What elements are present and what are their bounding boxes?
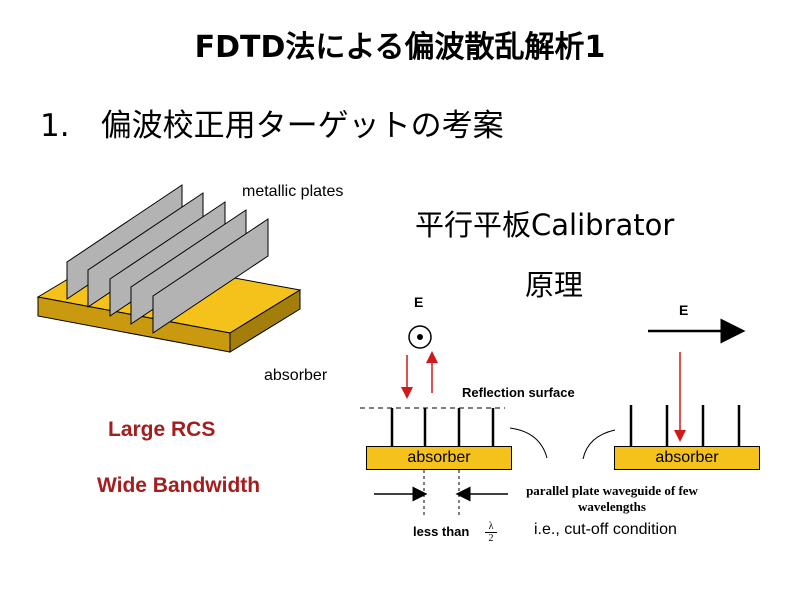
absorber-block-left: absorber xyxy=(366,446,512,470)
reflection-surface-label: Reflection surface xyxy=(462,385,575,400)
waveguide-note: parallel plate waveguide of few waveleng… xyxy=(526,483,698,514)
calibrator-heading: 平行平板Calibrator xyxy=(415,208,675,242)
callout-curve-left xyxy=(509,427,548,459)
metallic-plates-label: metallic plates xyxy=(242,183,344,200)
wide-bandwidth-label: Wide Bandwidth xyxy=(97,474,261,497)
half-wavelength-fraction: λ 2 xyxy=(485,521,497,544)
large-rcs-label: Large RCS xyxy=(108,418,216,441)
page-title: FDTD法による偏波散乱解析1 xyxy=(194,30,606,65)
cutoff-condition-label: i.e., cut-off condition xyxy=(534,521,677,538)
absorber-label: absorber xyxy=(264,367,328,384)
principle-heading: 原理 xyxy=(525,268,584,302)
calibrator-target-3d xyxy=(36,184,302,353)
absorber-block-right: absorber xyxy=(614,446,760,470)
metal-plate-5 xyxy=(152,218,269,334)
callout-curve-right xyxy=(582,429,616,460)
e-field-label-left: E xyxy=(414,294,424,310)
e-field-label-right: E xyxy=(679,302,689,318)
lambda-symbol: λ xyxy=(485,521,497,533)
section-heading: 1. 偏波校正用ターゲットの考案 xyxy=(40,108,504,144)
less-than-label: less than xyxy=(413,524,470,539)
diagram-e-perpendicular xyxy=(360,325,548,515)
e-field-out-of-page-icon xyxy=(408,325,432,349)
absorber-block-side xyxy=(229,289,301,353)
diagram-e-parallel xyxy=(582,318,746,460)
fraction-denominator: 2 xyxy=(488,533,494,544)
